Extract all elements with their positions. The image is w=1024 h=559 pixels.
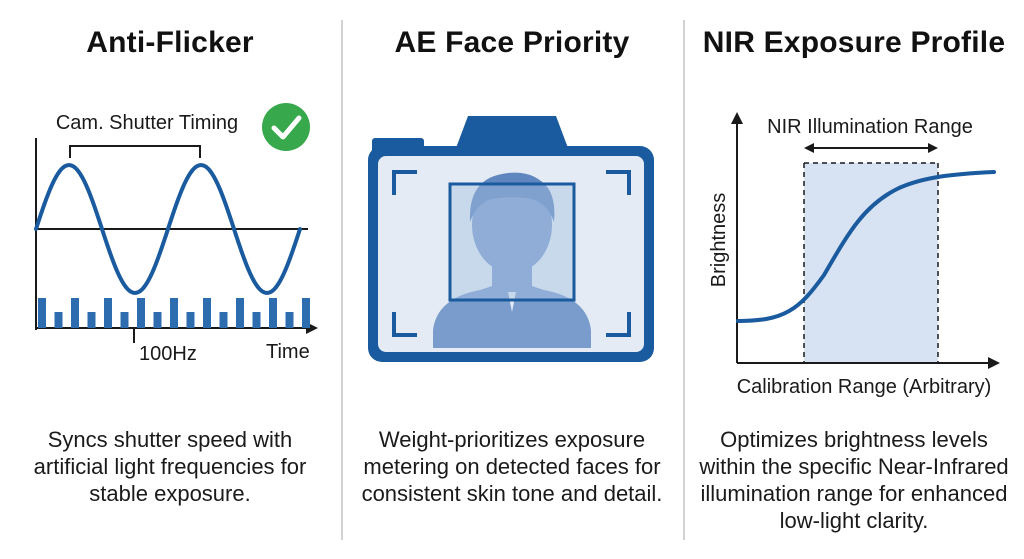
flicker-bar <box>120 312 129 328</box>
panel-description: Optimizes brightness levels within the s… <box>699 427 1009 533</box>
panel-title: NIR Exposure Profile <box>702 26 1006 59</box>
panel-description: Weight-prioritizes exposure metering on … <box>361 427 663 506</box>
time-axis-label: Time <box>266 341 310 363</box>
shutter-timing-bracket <box>69 145 201 158</box>
flicker-bar <box>285 312 294 328</box>
flicker-bar <box>137 298 145 328</box>
flicker-bar <box>203 298 211 328</box>
face-priority-diagram <box>368 116 654 362</box>
y-axis-label: Brightness <box>708 193 730 288</box>
nir-profile-diagram: NIR Illumination Range Brightness Calibr… <box>708 112 1000 398</box>
anti-flicker-panel: Anti-Flicker Cam. Shutter Timing 100Hz T… <box>0 0 340 559</box>
anti-flicker-diagram: Cam. Shutter Timing 100Hz Time <box>34 103 318 365</box>
range-label: NIR Illumination Range <box>767 116 973 138</box>
flicker-bar <box>38 298 46 328</box>
panel-description: Syncs shutter speed with artificial ligh… <box>33 427 307 506</box>
nir-range-area <box>804 163 938 363</box>
nir-profile-panel: NIR Exposure Profile NIR Illumination Ra… <box>684 0 1024 559</box>
flicker-bar <box>170 298 178 328</box>
x-axis-label: Calibration Range (Arbitrary) <box>737 376 992 398</box>
flicker-bar <box>153 312 162 328</box>
shutter-timing-label: Cam. Shutter Timing <box>56 112 238 134</box>
flicker-bar <box>87 312 96 328</box>
flicker-bar <box>269 298 277 328</box>
panel-title: AE Face Priority <box>394 26 630 59</box>
x-axis-arrow <box>988 357 1000 369</box>
flicker-bar <box>71 298 79 328</box>
flicker-bar <box>252 312 261 328</box>
face-detection-box <box>448 182 576 302</box>
panel-divider-2 <box>683 20 685 540</box>
flicker-bar <box>236 298 244 328</box>
focus-corners <box>392 170 631 337</box>
flicker-bars <box>38 298 310 328</box>
y-axis-arrow <box>731 112 743 124</box>
brightness-curve <box>736 170 996 323</box>
flicker-bar <box>302 298 310 328</box>
sine-wave <box>34 163 302 295</box>
flicker-bar <box>54 312 63 328</box>
check-circle-icon <box>262 103 310 151</box>
flicker-bar <box>219 312 228 328</box>
frequency-label: 100Hz <box>139 343 197 365</box>
panel-divider-1 <box>341 20 343 540</box>
panel-title: Anti-Flicker <box>86 26 254 59</box>
flicker-bar <box>186 312 195 328</box>
face-priority-panel: AE Face Priority Weight-priori <box>342 0 682 559</box>
flicker-bar <box>104 298 112 328</box>
